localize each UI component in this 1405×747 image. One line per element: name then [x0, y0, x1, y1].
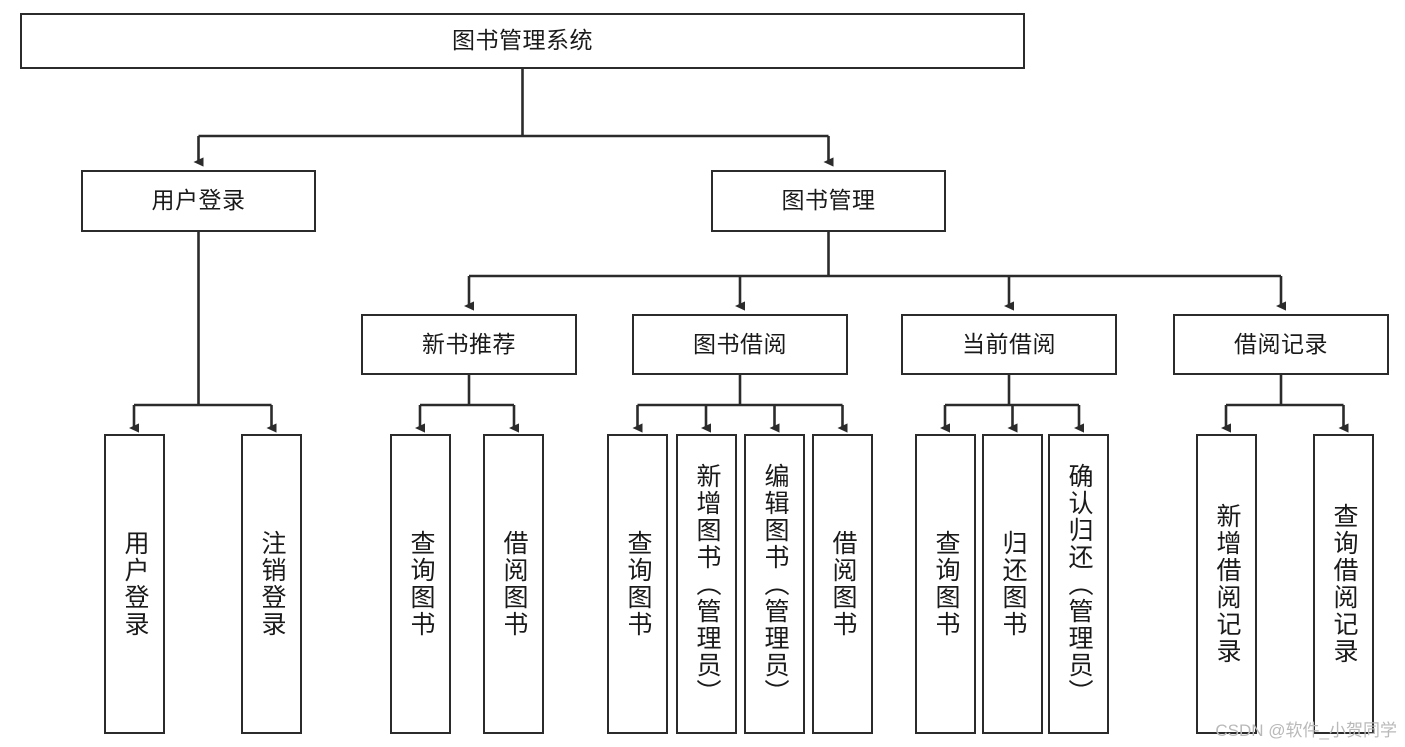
node-root-book-management-system[interactable]: 图书管理系统: [20, 13, 1025, 69]
node-label: 编辑图书（管理员）: [761, 462, 789, 706]
node-label: 查询借阅记录: [1330, 503, 1358, 665]
leaf-current-borrow-query[interactable]: 查询图书: [915, 434, 976, 734]
node-book-borrow[interactable]: 图书借阅: [632, 314, 848, 375]
leaf-user-login-signout[interactable]: 注销登录: [241, 434, 302, 734]
node-label: 注销登录: [258, 530, 286, 638]
node-label: 用户登录: [151, 187, 246, 214]
node-label: 新增借阅记录: [1213, 503, 1241, 665]
node-label: 查询图书: [932, 530, 960, 638]
leaf-current-borrow-confirm-return[interactable]: 确认归还（管理员）: [1048, 434, 1109, 734]
csdn-watermark: CSDN @软件_小贺同学: [1215, 721, 1397, 740]
leaf-new-book-query[interactable]: 查询图书: [390, 434, 451, 734]
node-label: 借阅图书: [829, 530, 857, 638]
node-book-management[interactable]: 图书管理: [711, 170, 946, 232]
leaf-borrow-record-add[interactable]: 新增借阅记录: [1196, 434, 1257, 734]
node-label: 新增图书（管理员）: [693, 462, 721, 706]
leaf-book-borrow-query[interactable]: 查询图书: [607, 434, 668, 734]
node-label: 图书管理系统: [452, 27, 593, 54]
node-label: 图书借阅: [693, 330, 787, 357]
node-label: 借阅图书: [500, 530, 528, 638]
node-label: 借阅记录: [1234, 330, 1328, 357]
node-label: 确认归还（管理员）: [1065, 462, 1093, 706]
node-label: 图书管理: [781, 187, 876, 214]
node-label: 新书推荐: [422, 330, 516, 357]
node-user-login[interactable]: 用户登录: [81, 170, 316, 232]
leaf-current-borrow-return[interactable]: 归还图书: [982, 434, 1043, 734]
leaf-book-borrow-lend[interactable]: 借阅图书: [812, 434, 873, 734]
node-label: 当前借阅: [962, 330, 1056, 357]
node-borrow-record[interactable]: 借阅记录: [1173, 314, 1389, 375]
node-label: 查询图书: [624, 530, 652, 638]
leaf-new-book-borrow[interactable]: 借阅图书: [483, 434, 544, 734]
leaf-book-borrow-add[interactable]: 新增图书（管理员）: [676, 434, 737, 734]
node-new-book-recommend[interactable]: 新书推荐: [361, 314, 577, 375]
leaf-book-borrow-edit[interactable]: 编辑图书（管理员）: [744, 434, 805, 734]
node-label: 用户登录: [121, 530, 149, 638]
leaf-borrow-record-query[interactable]: 查询借阅记录: [1313, 434, 1374, 734]
node-current-borrow[interactable]: 当前借阅: [901, 314, 1117, 375]
node-label: 归还图书: [999, 530, 1027, 638]
leaf-user-login-signin[interactable]: 用户登录: [104, 434, 165, 734]
node-label: 查询图书: [407, 530, 435, 638]
